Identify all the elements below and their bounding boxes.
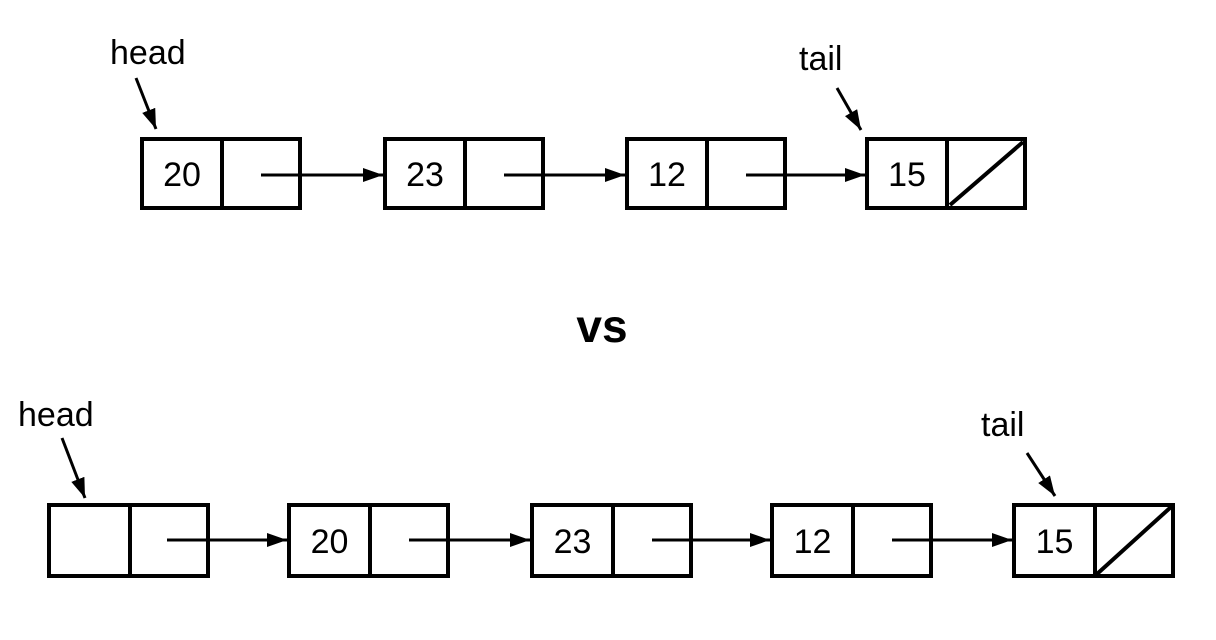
node-value: 12: [629, 141, 709, 206]
node-pointer-cell: [855, 507, 929, 574]
node-value: 20: [291, 507, 372, 574]
head-pointer-arrow: [60, 437, 87, 499]
node-value: 23: [387, 141, 467, 206]
list-node: 23: [383, 137, 545, 210]
node-pointer-cell: [949, 141, 1023, 206]
dummy-head-node: [47, 503, 210, 578]
node-value: 20: [144, 141, 224, 206]
node-value: [51, 507, 132, 574]
node-pointer-cell: [1097, 507, 1171, 574]
node-pointer-cell: [372, 507, 446, 574]
node-pointer-cell: [224, 141, 298, 206]
tail-label-bottom: tail: [981, 406, 1025, 444]
list-node: 15: [1012, 503, 1175, 578]
node-value: 15: [1016, 507, 1097, 574]
node-pointer-cell: [615, 507, 689, 574]
versus-label: vs: [576, 300, 628, 352]
head-pointer-arrow: [134, 77, 158, 130]
node-pointer-cell: [132, 507, 206, 574]
node-value: 23: [534, 507, 615, 574]
node-value: 12: [774, 507, 855, 574]
list-node: 20: [287, 503, 450, 578]
node-value: 15: [869, 141, 949, 206]
node-pointer-cell: [709, 141, 783, 206]
tail-pointer-arrow: [835, 87, 863, 131]
list-node: 23: [530, 503, 693, 578]
node-pointer-cell: [467, 141, 541, 206]
head-label-top: head: [110, 34, 186, 72]
list-node: 15: [865, 137, 1027, 210]
tail-label-top: tail: [799, 40, 843, 78]
head-label-bottom: head: [18, 396, 94, 434]
list-node: 20: [140, 137, 302, 210]
list-node: 12: [625, 137, 787, 210]
list-node: 12: [770, 503, 933, 578]
tail-pointer-arrow: [1025, 452, 1057, 497]
